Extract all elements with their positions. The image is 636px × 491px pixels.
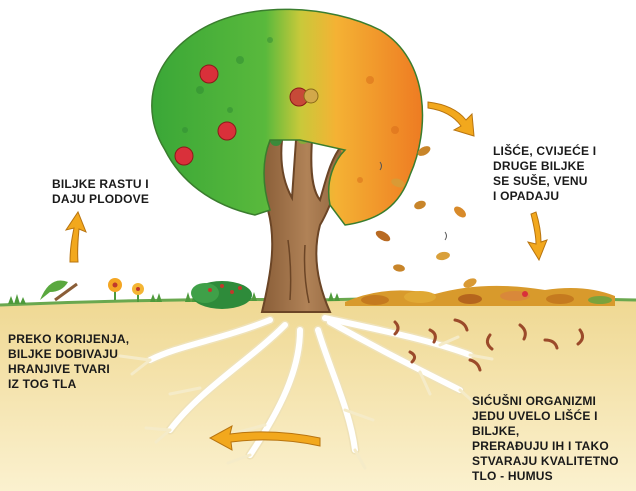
flowers xyxy=(40,278,144,302)
caption-leaves-fall: LIŠĆE, CVIJEĆE I DRUGE BILJKE SE SUŠE, V… xyxy=(493,144,623,204)
leaf-litter xyxy=(345,286,615,306)
arrow-curve-right-icon xyxy=(428,102,474,136)
arrow-up-icon xyxy=(66,212,86,262)
arrow-down-icon xyxy=(528,212,547,260)
caption-organisms-humus: SIĆUŠNI ORGANIZMI JEDU UVELO LIŠĆE I BIL… xyxy=(472,394,632,484)
caption-roots-nutrients: PREKO KORIJENJA, BILJKE DOBIVAJU HRANJIV… xyxy=(8,332,158,392)
caption-plants-grow: BILJKE RASTU I DAJU PLODOVE xyxy=(52,177,172,207)
